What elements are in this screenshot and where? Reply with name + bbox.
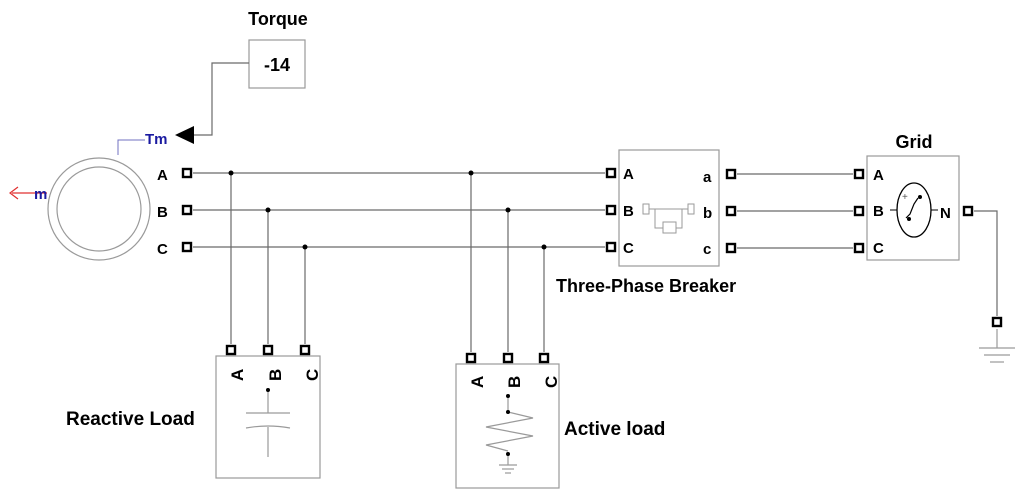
junction-dot	[541, 244, 547, 250]
grid-port-b[interactable]	[853, 205, 865, 217]
breaker-port-in-c[interactable]	[605, 241, 617, 253]
junction-dot	[505, 207, 511, 213]
reactive-phase-b: B	[266, 369, 285, 381]
active-port-b[interactable]	[502, 352, 514, 364]
breaker-box	[618, 149, 720, 267]
machine-port-a[interactable]	[181, 167, 193, 179]
breaker-port-in-a[interactable]	[605, 167, 617, 179]
svg-text:+: +	[902, 192, 908, 203]
reactive-phase-c: C	[303, 369, 322, 381]
breaker-out-a: a	[703, 169, 712, 186]
grid-port-n[interactable]	[962, 205, 974, 217]
torque-block[interactable]: Torque -14	[248, 9, 308, 89]
active-phase-a: A	[468, 376, 487, 388]
m-label: m	[34, 186, 47, 203]
breaker-port-out-b[interactable]	[725, 205, 737, 217]
active-node-dot	[506, 410, 510, 414]
active-port-a[interactable]	[465, 352, 477, 364]
active-node-dot	[506, 394, 510, 398]
reactive-load-box	[215, 355, 321, 479]
machine-phase-b: B	[157, 204, 168, 221]
breaker-in-a: A	[623, 166, 634, 183]
breaker-switch-icon	[642, 203, 695, 234]
grid-title: Grid	[895, 132, 932, 152]
reactive-node-dot	[266, 388, 270, 392]
active-node-dot	[506, 452, 510, 456]
active-load-block[interactable]: A B C	[455, 363, 561, 489]
junction-dot	[302, 244, 308, 250]
machine-port-b[interactable]	[181, 204, 193, 216]
reactive-load-title: Reactive Load	[66, 409, 195, 430]
grid-phase-c: C	[873, 240, 884, 257]
torque-arrow-icon	[175, 126, 194, 144]
machine-inner-ring	[56, 166, 142, 252]
breaker-port-out-a[interactable]	[725, 168, 737, 180]
torque-signal-line	[190, 62, 249, 136]
breaker-out-b: b	[703, 205, 712, 222]
grid-neutral-label: N	[940, 205, 951, 222]
reactive-load-block[interactable]: A B C	[215, 355, 322, 479]
machine-outer-ring	[47, 157, 151, 261]
grid-port-c[interactable]	[853, 242, 865, 254]
breaker-port-in-b[interactable]	[605, 204, 617, 216]
grid-block[interactable]: Grid A B C N +	[866, 132, 960, 261]
reactive-port-a[interactable]	[225, 344, 237, 356]
grid-phase-a: A	[873, 167, 884, 184]
machine-block[interactable]: Tm m A B C	[9, 131, 168, 261]
breaker-in-c: C	[623, 240, 634, 257]
junction-dot	[228, 170, 234, 176]
ground-port[interactable]	[991, 316, 1003, 328]
grid-phase-b: B	[873, 203, 884, 220]
breaker-title: Three-Phase Breaker	[556, 276, 736, 296]
torque-value: -14	[264, 55, 290, 75]
active-phase-c: C	[542, 376, 561, 388]
junction-dot	[468, 170, 474, 176]
torque-box	[248, 39, 306, 89]
ground-icon	[979, 329, 1015, 363]
capacitor-icon	[245, 390, 291, 457]
breaker-out-c: c	[703, 241, 711, 258]
tm-label: Tm	[145, 131, 168, 148]
ground-wire	[974, 210, 998, 316]
breaker-port-out-c[interactable]	[725, 242, 737, 254]
grid-port-a[interactable]	[853, 168, 865, 180]
machine-phase-a: A	[157, 167, 168, 184]
ac-source-icon: +	[890, 182, 938, 238]
breaker-in-b: B	[623, 203, 634, 220]
active-port-c[interactable]	[538, 352, 550, 364]
machine-phase-c: C	[157, 241, 168, 258]
torque-title: Torque	[248, 9, 308, 29]
active-load-box	[455, 363, 560, 489]
active-load-title: Active load	[564, 419, 665, 440]
machine-port-c[interactable]	[181, 241, 193, 253]
breaker-block[interactable]: A B C a b c	[618, 149, 720, 267]
tm-connector	[117, 139, 145, 155]
junction-dot	[265, 207, 271, 213]
reactive-phase-a: A	[228, 369, 247, 381]
active-phase-b: B	[505, 376, 524, 388]
reactive-port-b[interactable]	[262, 344, 274, 356]
reactive-port-c[interactable]	[299, 344, 311, 356]
measurement-arrow-icon	[9, 186, 19, 200]
